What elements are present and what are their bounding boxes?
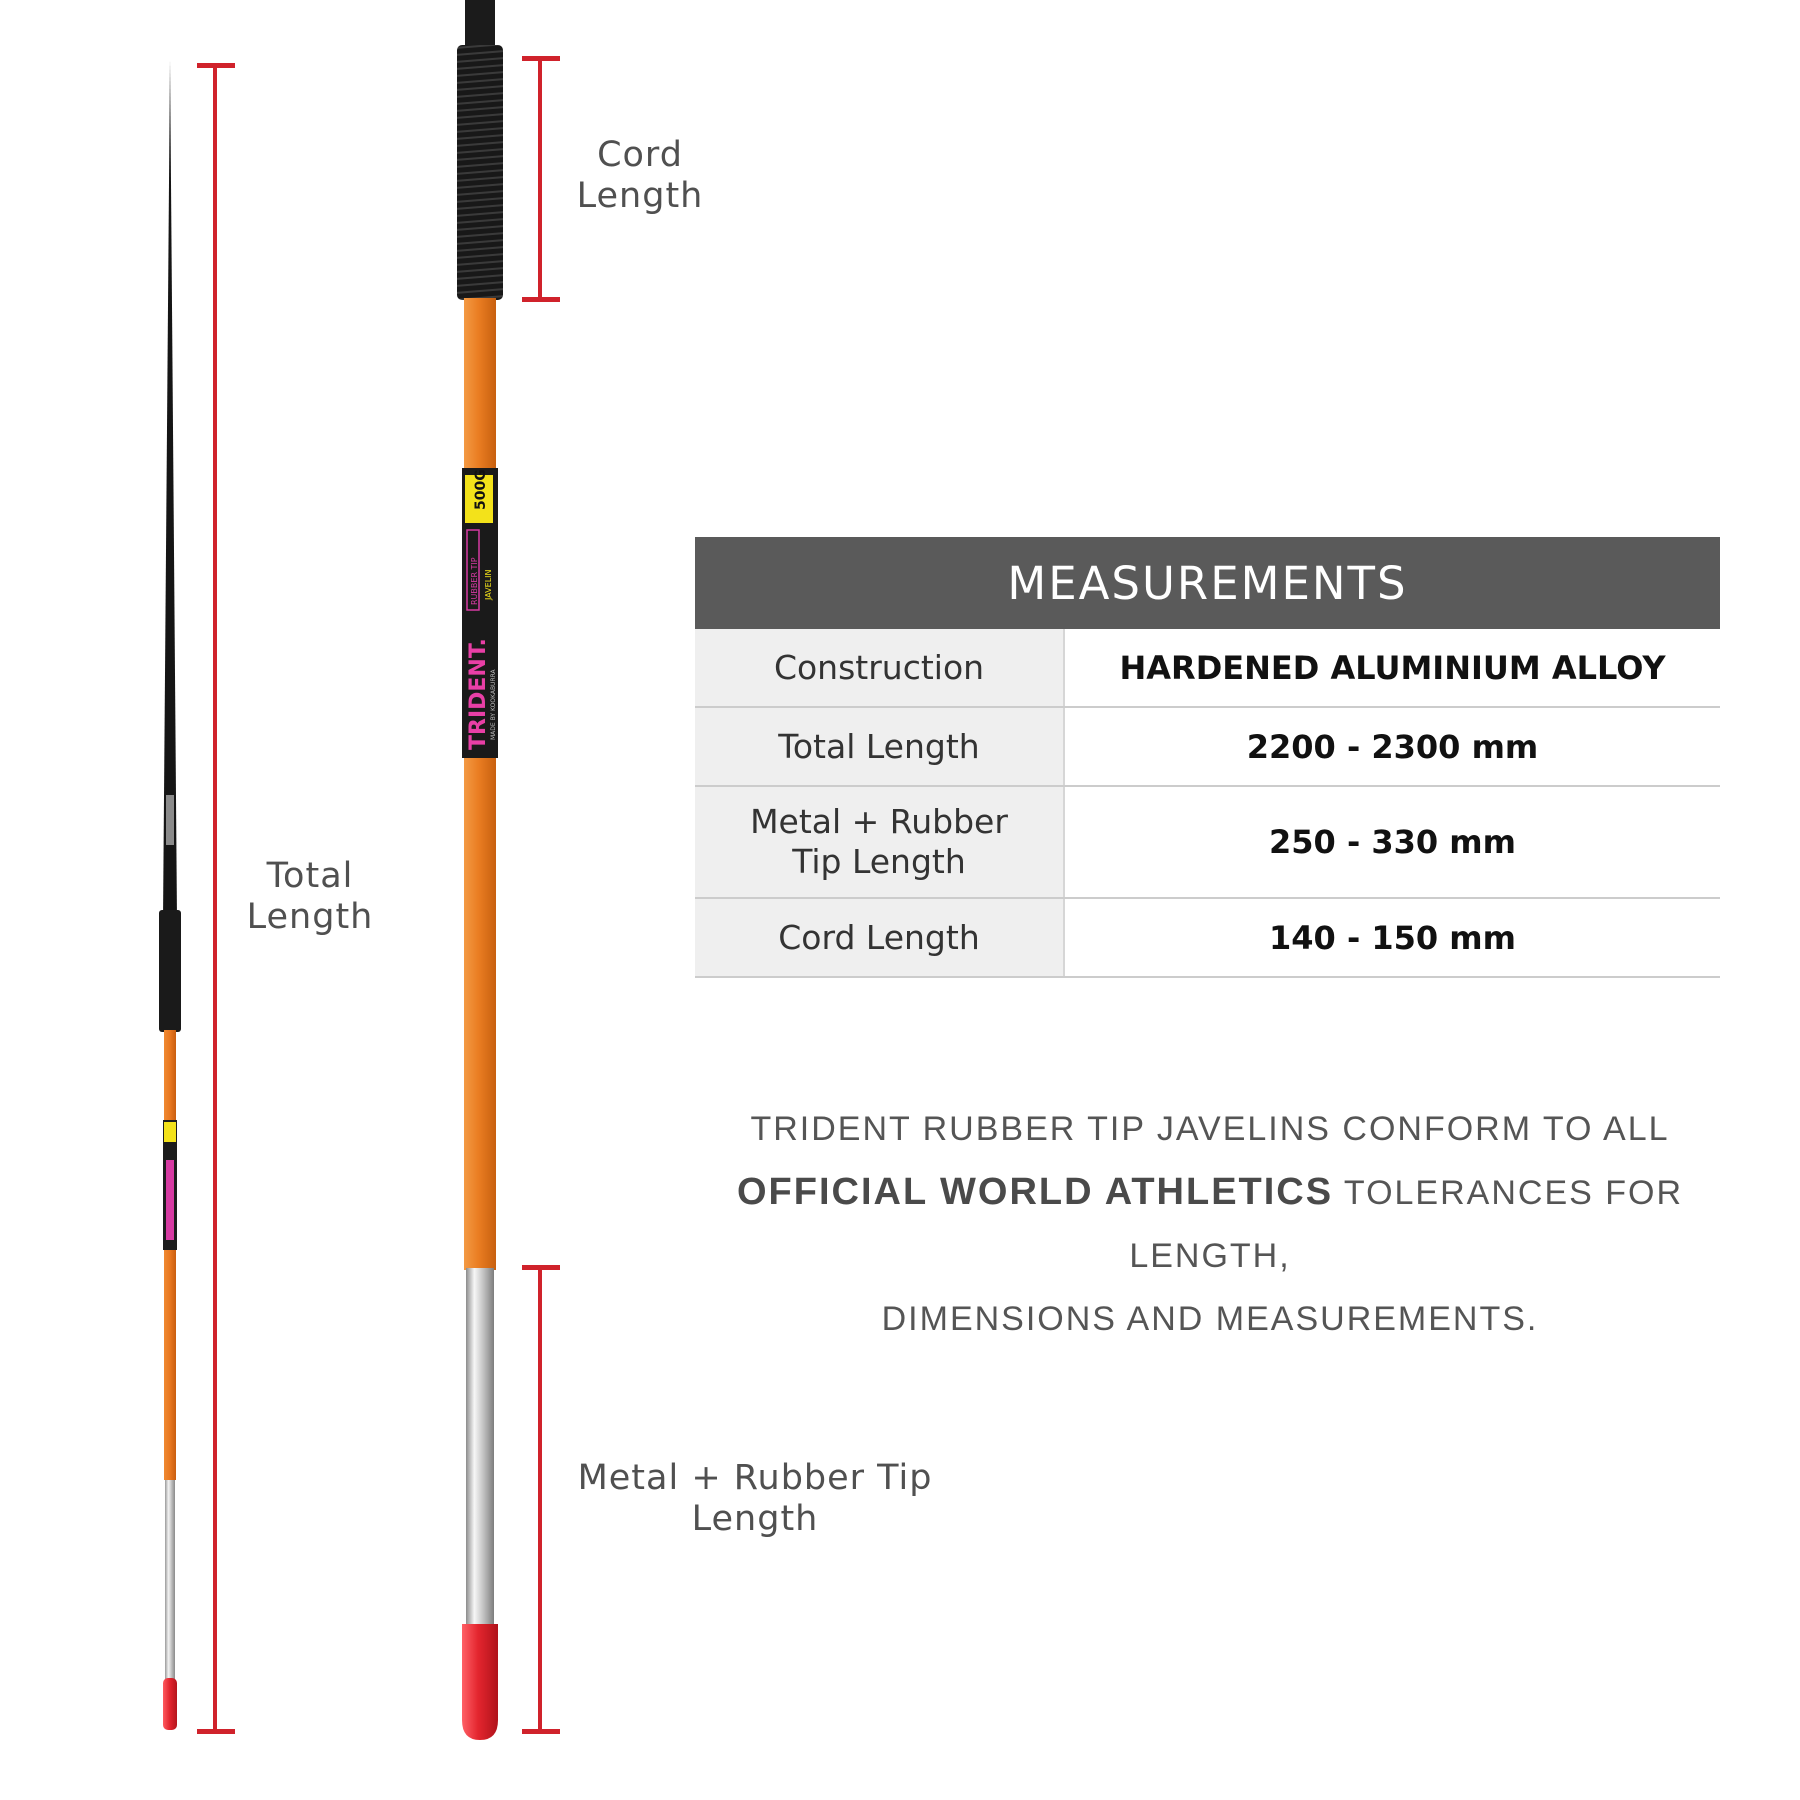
table-row: Cord Length 140 - 150 mm bbox=[695, 899, 1720, 978]
note-line-1: TRIDENT RUBBER TIP JAVELINS CONFORM TO A… bbox=[750, 1110, 1670, 1148]
small-javelin bbox=[159, 60, 181, 1730]
cord-length-bracket-bottom bbox=[522, 297, 560, 302]
tip-length-bracket-top bbox=[522, 1265, 560, 1270]
cord-length-bracket-top bbox=[522, 56, 560, 61]
total-length-bracket bbox=[213, 63, 217, 1733]
row-value: 140 - 150 mm bbox=[1065, 899, 1720, 976]
cord-length-label: Cord Length bbox=[576, 135, 704, 216]
row-value: 250 - 330 mm bbox=[1065, 787, 1720, 897]
weight-badge: 500G bbox=[473, 469, 489, 510]
cord-length-bracket bbox=[538, 56, 542, 302]
note-line-2: OFFICIAL WORLD ATHLETICS TOLERANCES FOR … bbox=[736, 1171, 1684, 1275]
note-highlight: OFFICIAL WORLD ATHLETICS bbox=[736, 1171, 1334, 1213]
product-type-label: JAVELIN bbox=[484, 569, 493, 601]
measurements-table: MEASUREMENTS Construction HARDENED ALUMI… bbox=[695, 537, 1720, 978]
table-row: Metal + Rubber Tip Length 250 - 330 mm bbox=[695, 787, 1720, 899]
table-row: Total Length 2200 - 2300 mm bbox=[695, 708, 1720, 787]
row-label: Construction bbox=[695, 629, 1065, 706]
large-javelin: 500G RUBBER TIP JAVELIN TRIDENT. MADE BY… bbox=[457, 0, 503, 1740]
note-line-3: DIMENSIONS AND MEASUREMENTS. bbox=[881, 1300, 1539, 1338]
table-title: MEASUREMENTS bbox=[695, 537, 1720, 629]
table-row: Construction HARDENED ALUMINIUM ALLOY bbox=[695, 629, 1720, 708]
tip-length-bracket bbox=[538, 1265, 542, 1734]
row-label: Total Length bbox=[695, 708, 1065, 785]
maker-label: MADE BY KOOKABURRA bbox=[490, 668, 497, 740]
row-value: 2200 - 2300 mm bbox=[1065, 708, 1720, 785]
product-label: RUBBER TIP bbox=[470, 557, 479, 605]
row-label: Metal + Rubber Tip Length bbox=[695, 787, 1065, 897]
row-label: Cord Length bbox=[695, 899, 1065, 976]
total-length-bracket-top bbox=[197, 63, 235, 68]
trident-logo: TRIDENT. bbox=[466, 638, 491, 750]
total-length-label: Total Length bbox=[246, 856, 374, 937]
total-length-bracket-bottom bbox=[197, 1729, 235, 1734]
tip-length-label: Metal + Rubber Tip Length bbox=[577, 1458, 933, 1539]
row-value: HARDENED ALUMINIUM ALLOY bbox=[1065, 629, 1720, 706]
tip-length-bracket-bottom bbox=[522, 1729, 560, 1734]
compliance-note: TRIDENT RUBBER TIP JAVELINS CONFORM TO A… bbox=[660, 1098, 1760, 1351]
